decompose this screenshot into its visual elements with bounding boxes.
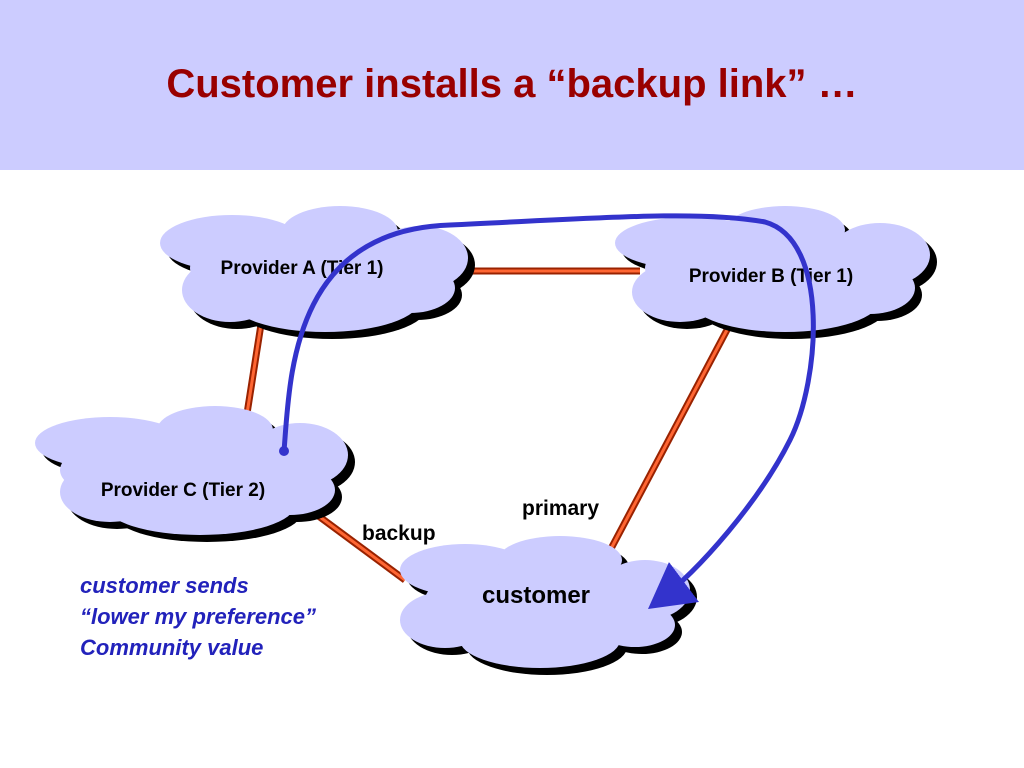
note-line-3: Community value: [80, 635, 264, 660]
community-note: customer sends “lower my preference” Com…: [80, 570, 316, 663]
link-primary: [601, 326, 732, 562]
slide-title: Customer installs a “backup link” …: [166, 62, 858, 106]
provider-b-label: Provider B (Tier 1): [689, 266, 853, 287]
note-line-1: customer sends: [80, 573, 249, 598]
title-band: [0, 0, 1024, 170]
provider-a-label: Provider A (Tier 1): [221, 258, 384, 279]
primary-link-label: primary: [522, 497, 599, 520]
link-backup: [302, 503, 408, 583]
provider-b-cloud: [615, 206, 937, 339]
customer-label: customer: [482, 582, 590, 609]
route-start-dot: [279, 446, 289, 456]
provider-c-cloud: [35, 406, 355, 542]
route-arrow: [281, 213, 816, 610]
provider-c-label: Provider C (Tier 2): [101, 480, 265, 501]
link-a-c: [242, 317, 266, 421]
provider-a-cloud: [160, 206, 475, 339]
note-line-2: “lower my preference”: [80, 604, 316, 629]
backup-link-label: backup: [362, 522, 436, 545]
